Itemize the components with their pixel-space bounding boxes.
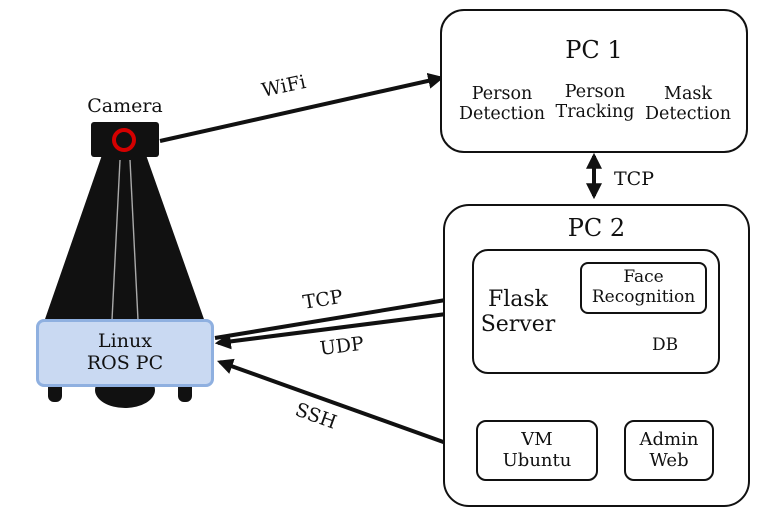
camera-label: Camera xyxy=(87,95,163,117)
linux-ros-pc-box: Linux ROS PC xyxy=(36,319,214,387)
camera-icon xyxy=(91,122,159,157)
vm-ubuntu-box: VM Ubuntu xyxy=(476,420,598,481)
robot-body-cone xyxy=(44,155,205,322)
wifi-arrow xyxy=(159,72,445,143)
db-label: DB xyxy=(652,335,679,355)
pc1-title: PC 1 xyxy=(565,36,623,64)
linux-ros-pc-line1: Linux xyxy=(98,330,152,352)
admin-web-line2: Web xyxy=(649,449,689,471)
face-recognition-line1: Face xyxy=(623,267,664,287)
tcp-arrow-robot-flask xyxy=(214,290,474,340)
face-recognition-line2: Recognition xyxy=(591,286,696,307)
pc2-title: PC 2 xyxy=(567,214,626,242)
ssh-arrow xyxy=(216,358,478,457)
tcp-pcs-label: TCP xyxy=(614,168,654,190)
vm-ubuntu-line1: VM xyxy=(521,429,553,450)
admin-web-line1: Admin xyxy=(639,429,699,450)
admin-web-box: Admin Web xyxy=(624,420,714,481)
flask-server-line2: Server xyxy=(480,312,556,338)
linux-ros-pc-line2: ROS PC xyxy=(86,351,164,374)
udp-arrow-flask-robot xyxy=(214,309,471,350)
face-recognition-box: Face Recognition xyxy=(580,262,707,314)
flask-server-line1: Flask xyxy=(487,287,549,312)
vm-ubuntu-line2: Ubuntu xyxy=(502,449,572,471)
